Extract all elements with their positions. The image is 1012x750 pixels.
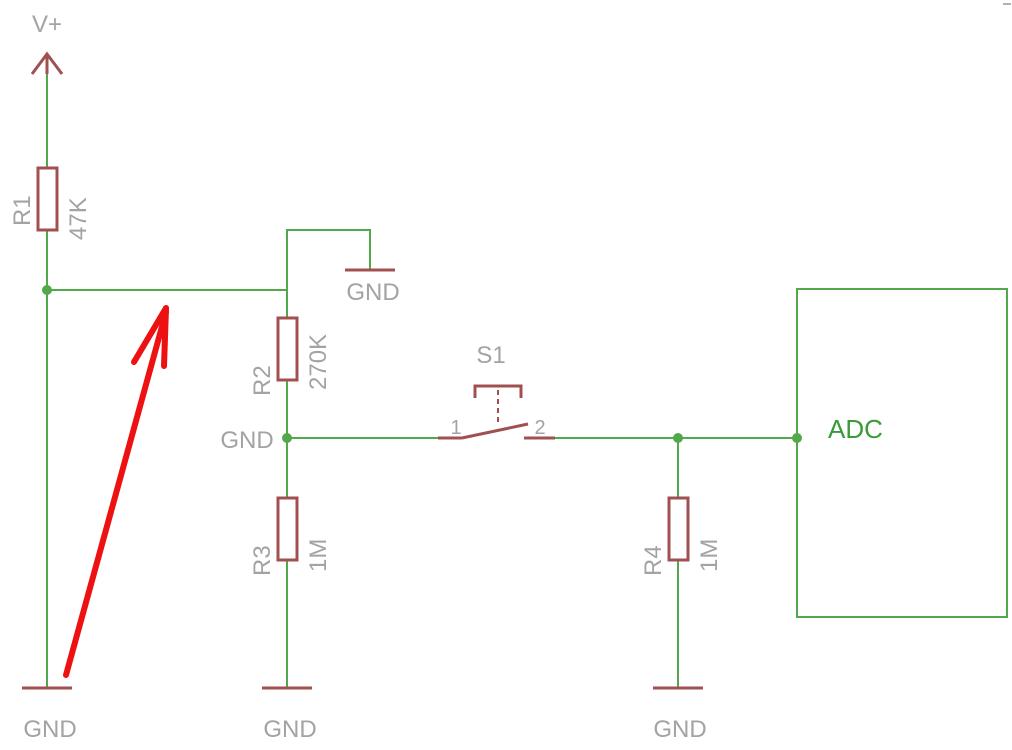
s1-pin1-label: 1 [450, 417, 461, 439]
gnd-symbol-bottom-mid: GND [262, 686, 317, 743]
r2-name-label: R2 [249, 365, 276, 396]
gnd-top-label: GND [346, 279, 399, 306]
r2-value-label: 270K [305, 334, 332, 390]
r4-name-label: R4 [640, 545, 667, 576]
gnd-mid-net-label: GND [220, 427, 273, 454]
r4-value-label: 1M [696, 539, 723, 572]
switch-s1: S1 1 2 [438, 342, 555, 440]
resistor-r2: R2 270K [249, 316, 332, 396]
gnd-symbol-bottom-right: GND [653, 686, 707, 743]
gnd-bottom-right-label: GND [653, 716, 706, 743]
s1-name-label: S1 [476, 342, 505, 369]
supply-symbol: V+ [30, 11, 64, 75]
gnd-bottom-mid-label: GND [263, 716, 316, 743]
annotation-arrow [63, 305, 169, 678]
r3-value-label: 1M [305, 539, 332, 572]
resistor-r4: R4 1M [640, 496, 723, 576]
r1-name-label: R1 [9, 195, 36, 226]
junctions [42, 285, 802, 443]
r1-value-label: 47K [65, 197, 92, 240]
junction-r1-node [42, 285, 52, 295]
resistor-r1: R1 47K [9, 166, 92, 240]
resistor-r3: R3 1M [249, 496, 332, 576]
adc-label: ADC [828, 414, 883, 444]
junction-r4-node [673, 433, 683, 443]
gnd-bottom-left-label: GND [23, 716, 76, 743]
gnd-symbol-bottom-left: GND [22, 686, 77, 743]
adc-block: ADC [796, 288, 1008, 618]
gnd-symbol-top: GND [345, 268, 400, 306]
r3-name-label: R3 [249, 545, 276, 576]
supply-label: V+ [32, 11, 62, 38]
junction-r2-r3-node [282, 433, 292, 443]
wires [46, 72, 797, 688]
s1-pin2-label: 2 [534, 417, 545, 439]
